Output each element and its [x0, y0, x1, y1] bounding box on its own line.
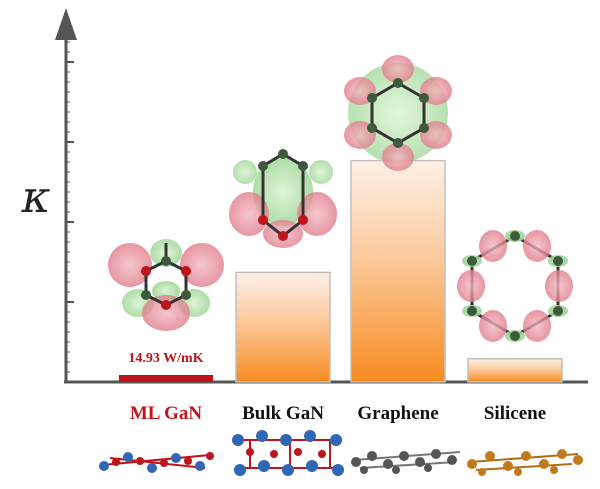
graphene-density-image	[344, 55, 452, 171]
bar-bulk-gan	[235, 271, 331, 383]
y-axis-label: κ	[21, 172, 51, 223]
x-tick-label: Bulk GaN	[242, 403, 324, 424]
x-tick-label: Silicene	[484, 403, 546, 424]
graphene-structure-image	[351, 449, 461, 474]
x-tick-label: ML GaN	[130, 403, 203, 424]
bar-silicene	[467, 357, 563, 383]
bar-ml-gan	[119, 375, 213, 382]
bulk-gan-structure-image	[232, 430, 344, 476]
silicene-density-image	[457, 230, 573, 342]
silicene-structure-image	[467, 449, 583, 476]
bulk-gan-density-image	[229, 149, 337, 248]
ml-gan-density-image	[108, 239, 224, 331]
bar-graphene	[350, 159, 446, 383]
y-axis-arrow-icon	[55, 8, 77, 40]
ml-gan-structure-image	[99, 452, 214, 473]
value-annotation: 14.93 W/mK	[128, 351, 203, 366]
x-tick-label: Graphene	[357, 403, 438, 424]
y-axis	[55, 8, 77, 382]
